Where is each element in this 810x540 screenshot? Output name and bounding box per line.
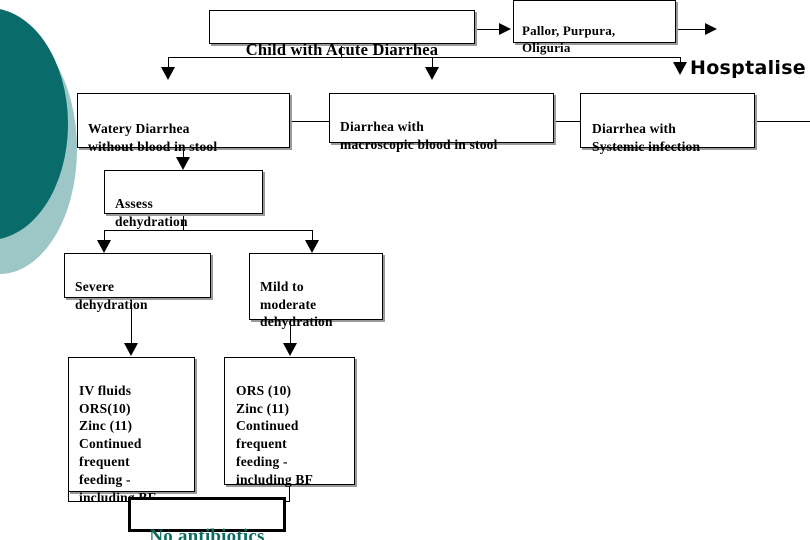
arrowhead-to-pallor: [499, 23, 511, 35]
node-systemic-label: Diarrhea with Systemic infection: [592, 120, 701, 154]
connector-branch-to-mildmod: [312, 230, 313, 242]
node-root-label: Child with Acute Diarrhea: [245, 39, 439, 59]
arrowhead-to-watery: [161, 67, 175, 80]
connector-bus-to-macroscopic: [432, 57, 433, 69]
arrowhead-pallor-exit: [705, 23, 717, 35]
connector-branch-bus: [104, 230, 312, 231]
node-watery-diarrhea[interactable]: Watery Diarrhea without blood in stool: [77, 93, 290, 154]
connector-mildmod-to-ors: [290, 320, 291, 345]
connector-severe-to-ivfluids: [131, 298, 132, 345]
node-diarrhea-systemic-infection[interactable]: Diarrhea with Systemic infection: [580, 93, 755, 154]
node-severe-label: Severe dehydration: [75, 278, 148, 312]
node-pallor-label: Pallor, Purpura, Oliguria: [522, 23, 616, 56]
node-mildmod-label: Mild to moderate dehydration: [260, 278, 333, 330]
node-pallor-purpura-oliguria[interactable]: Pallor, Purpura, Oliguria: [513, 0, 676, 55]
arrowhead-to-ors: [283, 343, 297, 356]
node-no-antibiotics-label: No antibiotics: [149, 526, 265, 540]
arrowhead-to-mildmod: [305, 240, 319, 253]
node-ors-label: ORS (10) Zinc (11) Continued frequent fe…: [236, 382, 314, 487]
connector-ors-bracket-right: [289, 485, 290, 502]
node-assess-dehydration[interactable]: Assess dehydration: [104, 170, 263, 229]
label-hospitalise: Hosptalise: [690, 57, 806, 79]
node-diarrhea-macroscopic-blood[interactable]: Diarrhea with macroscopic blood in stool: [329, 93, 554, 152]
node-mild-to-moderate-dehydration[interactable]: Mild to moderate dehydration: [249, 253, 383, 329]
connector-distribution-bus: [168, 57, 680, 58]
arrowhead-to-assess: [176, 157, 190, 170]
connector-watery-to-assess: [183, 148, 184, 159]
connector-systemic-to-edge: [755, 121, 810, 122]
arrowhead-to-ivfluids: [124, 343, 138, 356]
connector-ivfluids-bracket-left: [68, 492, 69, 502]
connector-watery-to-macroscopic: [290, 121, 329, 122]
node-child-with-acute-diarrhea[interactable]: Child with Acute Diarrhea: [209, 10, 475, 59]
connector-bus-to-watery: [168, 57, 169, 69]
node-iv-fluids-treatment[interactable]: IV fluids ORS(10) Zinc (11) Continued fr…: [68, 357, 195, 505]
arrowhead-to-macroscopic: [425, 67, 439, 80]
connector-assess-to-branchbus: [183, 214, 184, 230]
connector-branch-to-severe: [104, 230, 105, 242]
node-no-antibiotics[interactable]: No antibiotics: [128, 497, 286, 540]
node-macroscopic-label: Diarrhea with macroscopic blood in stool: [340, 118, 498, 152]
connector-macroscopic-to-systemic: [554, 121, 580, 122]
connector-root-to-pallor: [475, 29, 502, 30]
arrowhead-to-severe: [97, 240, 111, 253]
node-assess-label: Assess dehydration: [115, 195, 188, 229]
node-ors-treatment[interactable]: ORS (10) Zinc (11) Continued frequent fe…: [224, 357, 355, 487]
connector-root-to-bus: [341, 44, 342, 58]
arrowhead-to-hospitalise: [673, 62, 687, 75]
node-severe-dehydration[interactable]: Severe dehydration: [64, 253, 211, 312]
connector-pallor-to-right: [676, 29, 709, 30]
node-watery-label: Watery Diarrhea without blood in stool: [88, 120, 218, 154]
node-ivfluids-label: IV fluids ORS(10) Zinc (11) Continued fr…: [79, 382, 156, 505]
